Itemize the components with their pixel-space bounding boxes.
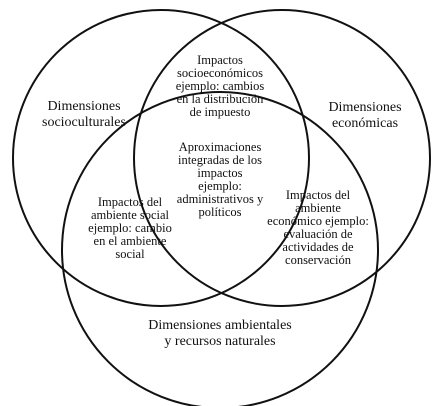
sociocultural-label-line-1: Dimensiones xyxy=(47,99,121,114)
economic-environment-impacts-line-6: conservación xyxy=(285,253,351,267)
economic-environment-impacts-label: Impactos del ambiente económico ejemplo:… xyxy=(258,189,378,267)
social-environment-impacts-line-1: Impactos del xyxy=(97,195,163,209)
economic-environment-impacts-line-5: actividades de xyxy=(282,240,354,254)
economic-environment-impacts-line-1: Impactos del xyxy=(285,188,351,202)
economic-environment-impacts-line-4: evaluación de xyxy=(283,227,353,241)
integrated-approaches-line-4: ejemplo: xyxy=(198,179,242,193)
economic-circle xyxy=(133,9,431,307)
socioeconomic-impacts-line-2: socioeconómicos xyxy=(176,66,264,80)
environmental-label-line-1: Dimensiones ambientales xyxy=(148,318,292,333)
environmental-circle xyxy=(61,91,379,406)
social-environment-impacts-line-5: social xyxy=(115,247,145,261)
environmental-label-line-2: y recursos naturales xyxy=(164,334,276,349)
social-environment-impacts-line-3: ejemplo: cambio xyxy=(88,221,172,235)
integrated-approaches-line-3: impactos xyxy=(197,166,243,180)
socioeconomic-impacts-line-5: de impuesto xyxy=(189,105,251,119)
socioeconomic-impacts-line-1: Impactos xyxy=(197,53,243,67)
economic-label-line-2: económicas xyxy=(331,116,399,131)
social-environment-impacts-label: Impactos del ambiente social ejemplo: ca… xyxy=(80,196,180,261)
integrated-approaches-line-6: políticos xyxy=(198,205,242,219)
integrated-approaches-line-5: administrativos y xyxy=(176,192,264,206)
economic-label: Dimensiones económicas xyxy=(310,100,420,132)
integrated-approaches-line-1: Aproximaciones xyxy=(178,140,262,154)
socioeconomic-impacts-line-3: ejemplo: cambios xyxy=(175,79,265,93)
economic-environment-impacts-line-2: ambiente xyxy=(295,201,341,215)
social-environment-impacts-line-4: en el ambiente xyxy=(93,234,167,248)
integrated-approaches-label: Aproximaciones integradas de los impacto… xyxy=(163,141,277,219)
socioeconomic-impacts-line-4: en la distribución xyxy=(176,92,264,106)
socioeconomic-impacts-label: Impactos socioeconómicos ejemplo: cambio… xyxy=(160,54,280,119)
social-environment-impacts-line-2: ambiente social xyxy=(90,208,170,222)
sociocultural-label: Dimensiones socioculturales xyxy=(18,99,150,131)
integrated-approaches-line-2: integradas de los xyxy=(177,153,262,167)
environmental-label: Dimensiones ambientales y recursos natur… xyxy=(120,318,320,350)
sociocultural-label-line-2: socioculturales xyxy=(42,115,126,130)
sociocultural-circle xyxy=(12,9,310,307)
economic-label-line-1: Dimensiones xyxy=(328,100,402,115)
economic-environment-impacts-line-3: económico ejemplo: xyxy=(267,214,369,228)
